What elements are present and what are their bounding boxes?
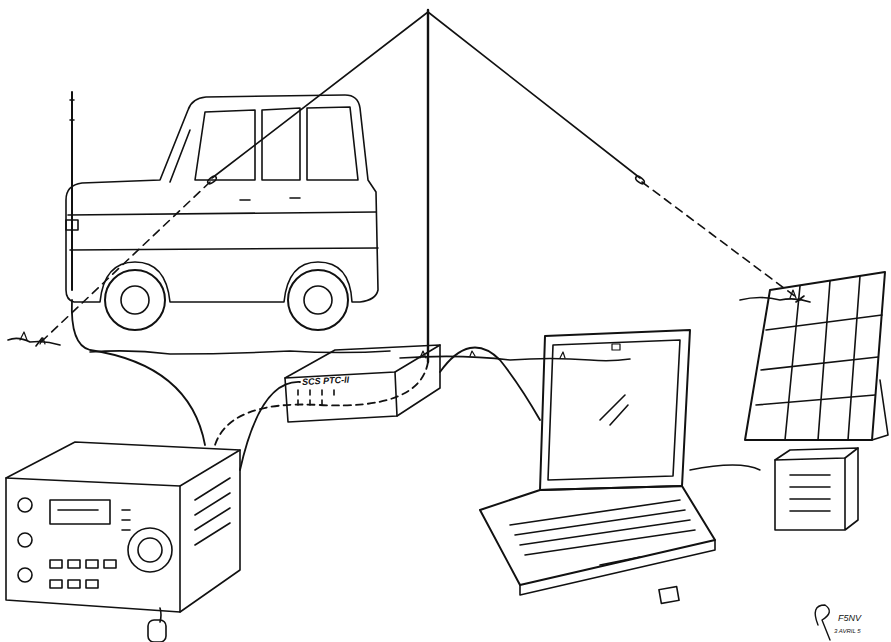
laptop: [480, 330, 715, 603]
coax-cable: [215, 362, 428, 445]
car: [66, 92, 378, 330]
coax-cable: [72, 300, 205, 445]
battery: [775, 448, 858, 530]
signature: F5NV: [838, 614, 861, 623]
data-cable: [440, 348, 540, 421]
data-cable: [240, 382, 300, 470]
signature-date: 3 AVRIL 5: [834, 628, 861, 634]
transceiver: [6, 442, 240, 642]
dipole-wire: [212, 12, 640, 178]
insulator: [635, 175, 646, 185]
modem: [285, 345, 440, 422]
power-cable: [690, 465, 760, 470]
guy-rope: [40, 182, 800, 343]
signature-mark: [815, 605, 830, 640]
device-name: SCS PTC-II: [302, 376, 349, 387]
solar-panel: [745, 272, 888, 440]
antenna-mast: [427, 10, 429, 362]
